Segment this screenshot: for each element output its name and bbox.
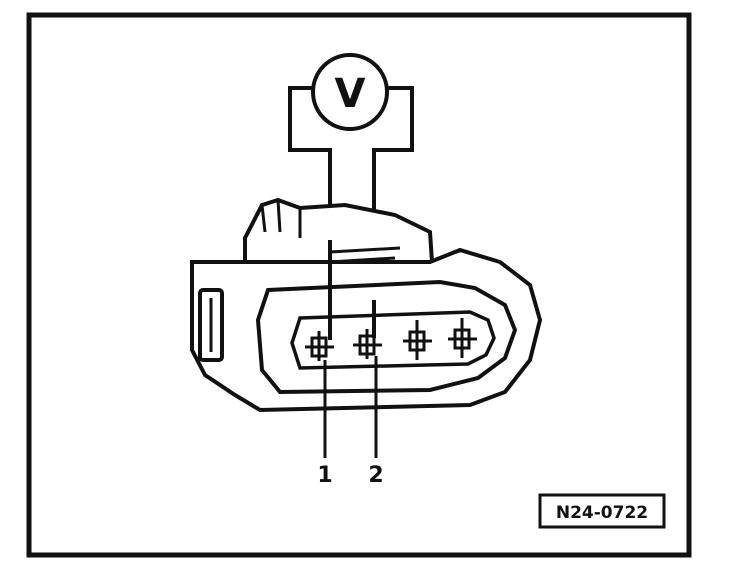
voltmeter-symbol: V bbox=[335, 71, 366, 117]
reference-code: N24-0722 bbox=[556, 503, 648, 523]
connector-icon bbox=[190, 197, 543, 413]
connector-pin-insert bbox=[290, 310, 496, 370]
pin-label-1: 1 bbox=[317, 463, 332, 488]
terminal-pin-1 bbox=[305, 331, 334, 361]
terminal-pin-3 bbox=[403, 320, 432, 360]
terminal-pin-4 bbox=[448, 318, 477, 358]
connector-latch-tab bbox=[260, 199, 302, 238]
pin-label-2: 2 bbox=[368, 463, 383, 488]
voltmeter-icon: V bbox=[288, 53, 414, 300]
voltmeter-circle bbox=[311, 53, 389, 131]
reference-box bbox=[538, 493, 666, 529]
terminal-pin-2 bbox=[353, 329, 382, 359]
